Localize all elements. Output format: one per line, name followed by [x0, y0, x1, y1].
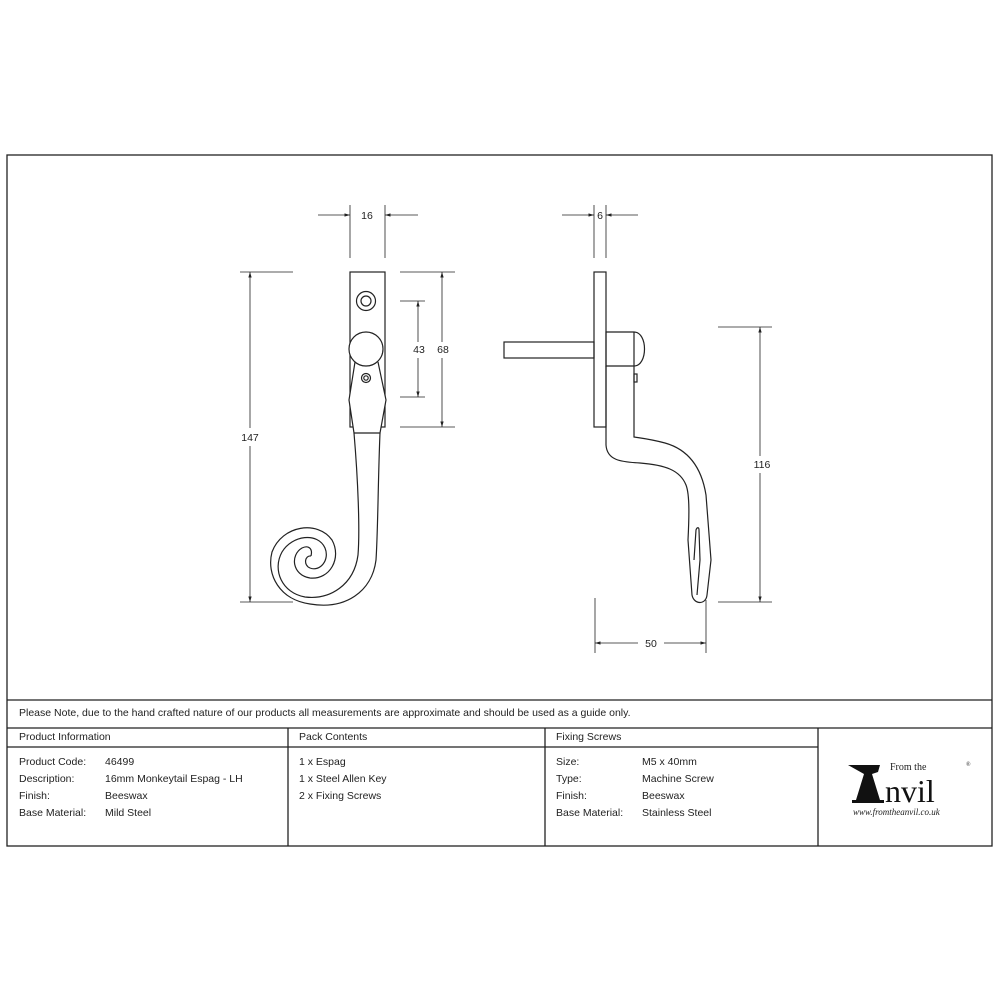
dim-width: 16	[361, 210, 373, 222]
value: M5 x 40mm	[642, 756, 697, 768]
dim-projection: 50	[645, 638, 657, 650]
svg-text:®: ®	[966, 761, 971, 768]
value: 16mm Monkeytail Espag - LH	[105, 773, 243, 785]
label: Base Material:	[19, 807, 87, 819]
fixing-row: Base Material: Stainless Steel	[556, 805, 714, 822]
label: Base Material:	[556, 807, 624, 819]
fixing-screws-heading: Fixing Screws	[556, 731, 622, 743]
svg-text:From the: From the	[890, 762, 927, 773]
fixing-screws-table: Size: M5 x 40mm Type: Machine Screw Finish…	[556, 754, 714, 822]
value: Stainless Steel	[642, 807, 712, 819]
dim-plate-height: 68	[437, 344, 449, 356]
backplate-side	[593, 271, 607, 428]
value: Machine Screw	[642, 773, 714, 785]
from-the-anvil-logo: nvil From the ® www.fromtheanvil.co.uk	[848, 761, 971, 817]
dim-fixing-centres: 43	[413, 344, 425, 356]
label: Type:	[556, 773, 582, 785]
fixing-row: Size: M5 x 40mm	[556, 754, 714, 771]
product-info-table: Product Code: 46499 Description: 16mm Monk…	[19, 754, 243, 822]
product-info-row: Description: 16mm Monkeytail Espag - LH	[19, 771, 243, 788]
grub-screw	[360, 372, 372, 384]
pack-item: 1 x Espag	[299, 756, 346, 768]
label: Product Code:	[19, 756, 87, 768]
label: Size:	[556, 756, 580, 768]
fixing-row: Finish: Beeswax	[556, 788, 714, 805]
pack-item: 2 x Fixing Screws	[299, 790, 382, 802]
pack-item: 1 x Steel Allen Key	[299, 773, 387, 785]
screw-hole-top	[355, 290, 377, 312]
svg-text:www.fromtheanvil.co.uk: www.fromtheanvil.co.uk	[853, 807, 941, 817]
monkeytail-handle	[277, 432, 360, 598]
fixing-row: Type: Machine Screw	[556, 771, 714, 788]
product-info-row: Base Material: Mild Steel	[19, 805, 243, 822]
value: Beeswax	[105, 790, 148, 802]
value: Beeswax	[642, 790, 685, 802]
label: Finish:	[556, 790, 587, 802]
boss-side	[605, 331, 646, 367]
knob	[348, 331, 384, 367]
cranked-handle	[605, 366, 712, 604]
label: Finish:	[19, 790, 50, 802]
pack-contents-heading: Pack Contents	[299, 731, 368, 743]
sheet-border	[6, 154, 993, 847]
product-info-heading: Product Information	[19, 731, 111, 743]
product-info-row: Finish: Beeswax	[19, 788, 243, 805]
pack-contents-list: 1 x Espag 1 x Steel Allen Key 2 x Fixing…	[299, 754, 387, 805]
dim-overall-height: 147	[241, 432, 259, 444]
dim-drop: 116	[754, 459, 771, 471]
side-view	[503, 205, 772, 653]
value: Mild Steel	[105, 807, 152, 819]
disclaimer-note: Please Note, due to the hand crafted nat…	[19, 707, 631, 719]
spindle	[503, 341, 595, 359]
handle-boss	[348, 361, 387, 434]
dim-plate-thickness: 6	[597, 210, 603, 222]
front-view	[240, 205, 455, 606]
svg-text:nvil: nvil	[885, 773, 935, 809]
product-info-row: Product Code: 46499	[19, 754, 243, 771]
value: 46499	[105, 756, 135, 768]
label: Description:	[19, 773, 75, 785]
